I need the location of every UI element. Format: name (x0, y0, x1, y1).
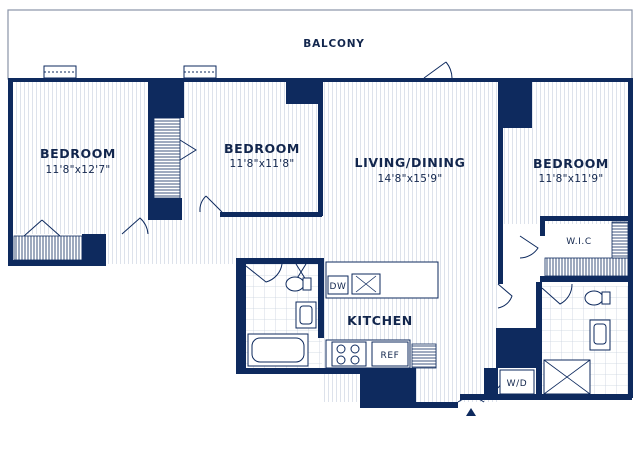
toilet-icon (584, 290, 604, 306)
kitchen-fixtures (325, 261, 439, 369)
bedroom-1-closet-door (23, 219, 61, 237)
closets (13, 117, 629, 369)
bedroom-3-door (519, 235, 539, 259)
bath-2-door (541, 283, 573, 305)
balcony: BALCONY (7, 9, 633, 80)
walls (8, 78, 633, 408)
entry-door (457, 397, 485, 403)
bedroom-2-closet-door (179, 139, 197, 161)
living-dims: 14'8"x15'9" (377, 173, 442, 185)
washer-dryer (499, 369, 535, 395)
balcony-label: BALCONY (303, 38, 364, 50)
wd-label: W/D (507, 379, 528, 389)
bedroom-2-label: BEDROOM (224, 141, 300, 156)
ref-label: REF (381, 351, 400, 361)
kitchen-hall-door (497, 283, 513, 309)
hall-floor (100, 214, 322, 264)
bedroom-2-door (199, 195, 223, 213)
bedroom-3-label: BEDROOM (533, 156, 609, 171)
bedroom-2-dims: 11'8"x11'8" (229, 158, 294, 170)
living-label: LIVING/DINING (355, 155, 466, 170)
dw-label: DW (329, 282, 346, 292)
balcony-door (423, 61, 453, 79)
bath-2-fixtures (499, 290, 611, 395)
bedroom-1-label: BEDROOM (40, 146, 116, 161)
range-icon (331, 341, 367, 367)
wic-shelving (544, 257, 629, 277)
entry-arrow-icon (466, 408, 476, 416)
wic-label: W.I.C (566, 237, 592, 247)
kitchen-pantry (411, 343, 437, 369)
bath-1-door (245, 263, 283, 283)
bedroom-1-floor (12, 82, 150, 234)
balcony-outline (7, 9, 633, 80)
bedroom-1-closet (13, 235, 83, 261)
wic-shelving-side (611, 221, 629, 259)
bedroom-3-dims: 11'8"x11'9" (538, 173, 603, 185)
bedroom-2-closet (153, 117, 181, 199)
bedroom-1-dims: 11'8"x12'7" (45, 164, 110, 176)
refrigerator (371, 341, 409, 367)
windows (43, 65, 217, 79)
bath-1-fixtures (247, 276, 317, 367)
labels: BEDROOM 11'8"x12'7" BEDROOM 11'8"x11'8" … (40, 141, 609, 389)
kitchen-label: KITCHEN (347, 313, 413, 328)
bedroom-1-door (121, 217, 149, 235)
dishwasher (327, 275, 349, 295)
toilet-icon (285, 276, 305, 292)
